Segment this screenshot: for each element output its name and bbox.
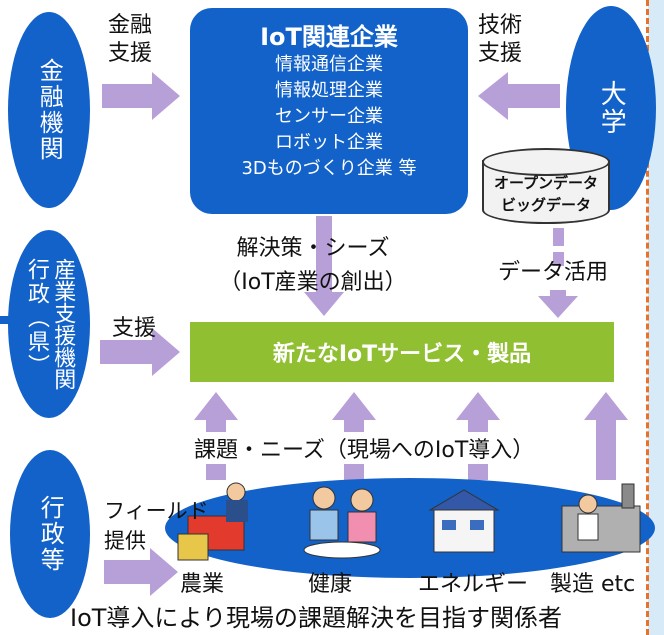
university-label: 大学 [596,80,627,136]
field-illustrations [177,482,641,561]
new-services-box: 新たなIoTサービス・製品 [190,322,614,382]
financial-support-label: 金融 支援 [108,12,152,68]
support-label: 支援 [112,316,157,341]
admin-prefecture-label: 行政（県） [24,258,49,378]
admin-etc-oval: 行政等 [10,450,90,618]
iot-companies-title: IoT関連企業 [260,23,398,51]
side-connector [0,316,12,324]
solutions-line2: （IoT産業の創出） [219,270,407,295]
finance-institution-label: 金融機関 [35,58,64,162]
health-icon [303,486,381,559]
dashed-divider [646,0,649,635]
financial-support-line1: 金融 [108,13,153,38]
category-health: 健康 [308,572,353,597]
arrow-finance-to-iot [102,72,180,120]
iot-company-item: ロボット企業 [275,132,383,153]
arrow-admin-to-field [104,548,178,596]
finance-institution-oval: 金融機関 [8,12,90,208]
arrow-university-to-iot [478,72,560,120]
industry-support-label: 産業支援機関 [50,258,76,390]
solutions-label: 解決策・シーズ （IoT産業の創出） [198,232,428,300]
database-label: オープンデータ ビッグデータ [482,172,610,216]
admin-etc-label: 行政等 [36,495,65,573]
side-panel [648,0,664,635]
database-cylinder-top [482,148,610,176]
needs-label: 課題・ニーズ（現場へのIoT導入） [192,432,537,464]
energy-icon [428,489,500,553]
field-provision-line1: フィールド [104,499,209,523]
new-services-label: 新たなIoTサービス・製品 [272,342,532,367]
iot-company-item: 情報通信企業 [275,54,383,75]
data-use-label: データ活用 [498,260,609,285]
category-agriculture: 農業 [180,572,225,597]
manufacturing-icon [561,483,641,553]
iot-company-item: 3Dものづくり企業 等 [241,158,417,179]
agriculture-icon [177,482,248,561]
tech-support-line2: 支援 [478,41,523,66]
admin-prefecture-oval: 行政（県） 産業支援機関 [8,230,90,418]
category-manufacturing: 製造 etc [550,572,636,597]
arrow-data-to-services [538,290,578,318]
field-provision-label: フィールド 提供 [104,496,209,556]
solutions-line1: 解決策・シーズ [236,236,390,261]
tech-support-line1: 技術 [478,13,523,38]
iot-company-item: 情報処理企業 [275,80,383,101]
financial-support-line2: 支援 [108,41,153,66]
footer-caption: IoT導入により現場の課題解決を目指す関係者 [70,604,562,632]
iot-companies-box: IoT関連企業 情報通信企業 情報処理企業 センサー企業 ロボット企業 3Dもの… [190,8,468,214]
field-provision-line2: 提供 [104,529,146,553]
arrow-iot-to-services [304,216,344,316]
iot-company-item: センサー企業 [275,106,383,127]
arrow-up-4 [584,392,628,480]
open-data-label: オープンデータ [493,174,599,192]
category-energy: エネルギー [418,572,529,597]
arrow-admin-to-services [100,328,180,376]
tech-support-label: 技術 支援 [478,12,522,68]
big-data-label: ビッグデータ [500,196,591,214]
